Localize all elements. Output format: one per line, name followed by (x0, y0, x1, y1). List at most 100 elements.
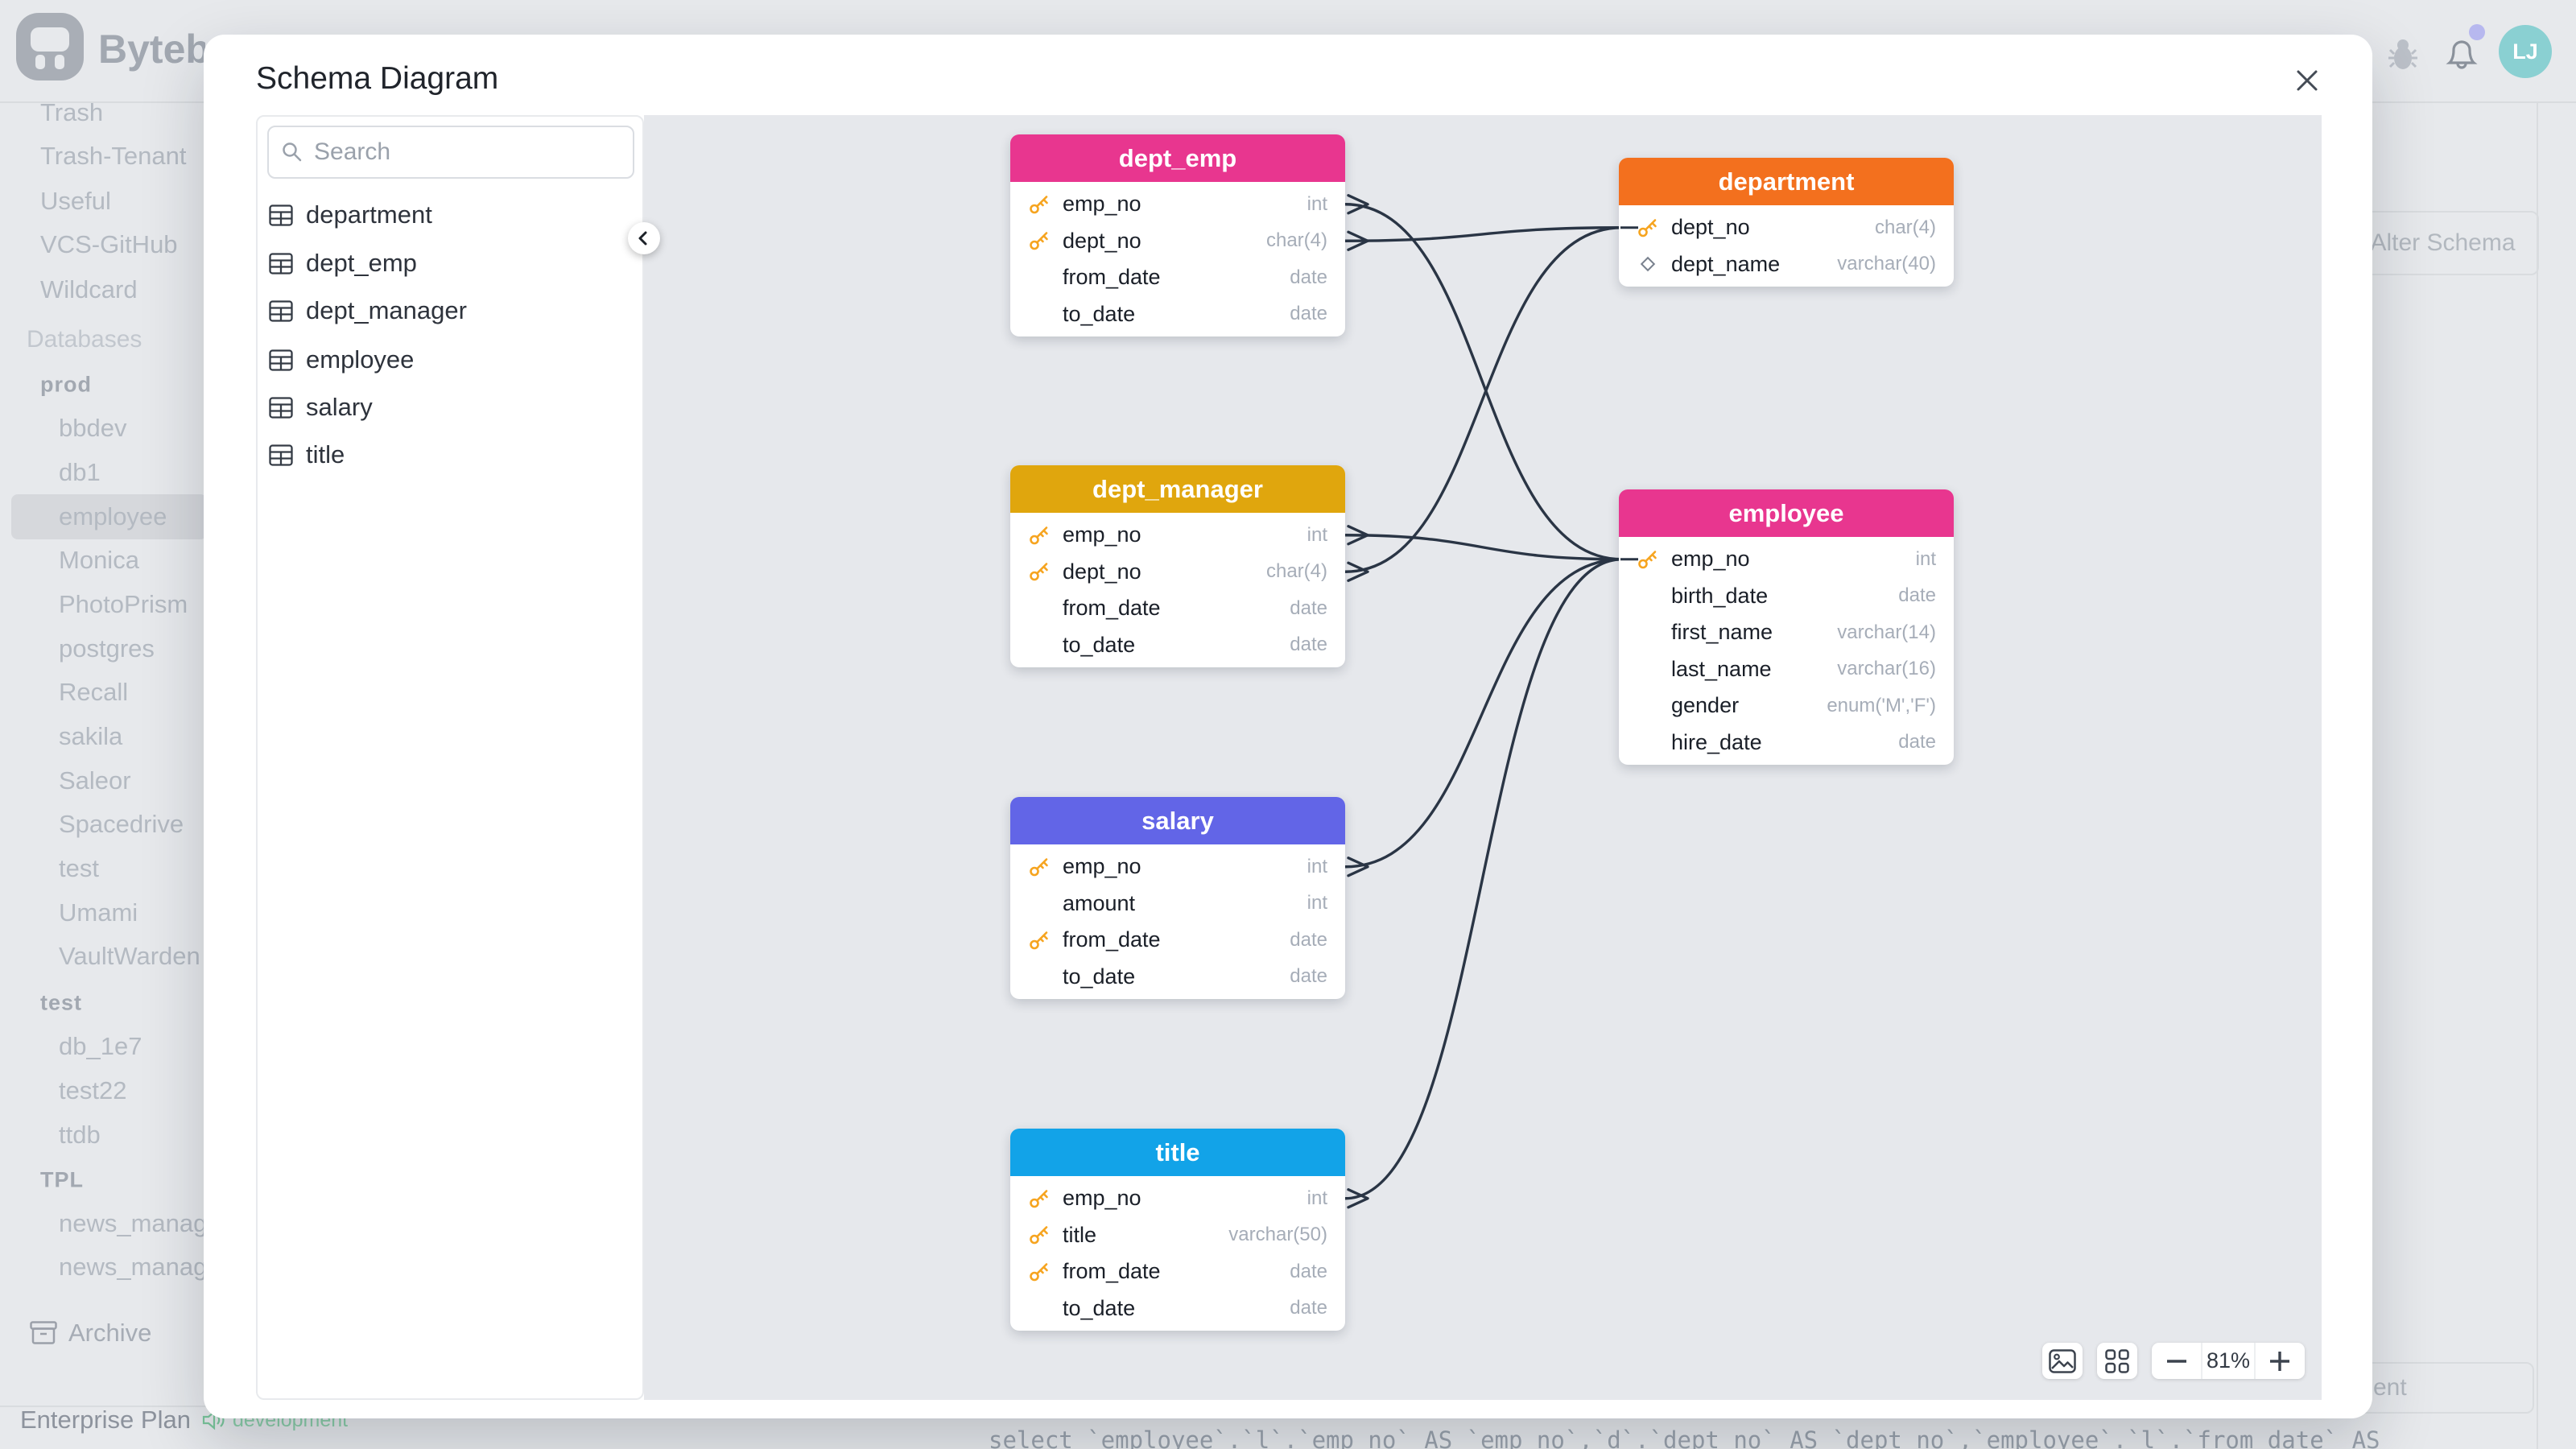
sidebar-item-sakila[interactable]: sakila (59, 722, 123, 750)
key-icon (1030, 1189, 1048, 1208)
bell-icon[interactable] (2444, 32, 2479, 71)
notification-dot (2469, 24, 2485, 40)
zoom-in-icon (2270, 1351, 2290, 1371)
table-header-department: department (1619, 158, 1954, 205)
sidebar-item-employee[interactable]: employee (59, 502, 167, 530)
grid-layout-icon (2105, 1348, 2129, 1373)
table-header-title: title (1010, 1129, 1345, 1176)
auto-layout-button[interactable] (2097, 1343, 2137, 1379)
sidebar-selected-highlight (11, 494, 207, 539)
table-list-item-dept-manager[interactable]: dept_manager (269, 296, 467, 325)
sidebar-item-photoprism[interactable]: PhotoPrism (59, 590, 188, 618)
sidebar-item-recall[interactable]: Recall (59, 678, 129, 706)
bytebase-logo-icon[interactable] (16, 13, 84, 80)
sidebar-item-db-1e7[interactable]: db_1e7 (59, 1032, 142, 1060)
diagram-canvas[interactable] (644, 115, 2322, 1400)
zoom-in-button[interactable] (2253, 1343, 2305, 1379)
sidebar-item-useful[interactable]: Useful (40, 187, 111, 215)
fit-image-icon (2049, 1348, 2076, 1373)
modal-title: Schema Diagram (256, 61, 499, 96)
sidebar-item-spacedrive[interactable]: Spacedrive (59, 810, 184, 838)
key-icon (1030, 232, 1048, 250)
sidebar-item-archive[interactable]: Archive (30, 1319, 151, 1348)
zoom-level-label: 81% (2201, 1343, 2253, 1379)
zoom-out-icon (2166, 1359, 2186, 1363)
sidebar-item-saleor[interactable]: Saleor (59, 766, 131, 795)
sidebar-item-trash-tenant[interactable]: Trash-Tenant (40, 142, 187, 170)
collapse-panel-button[interactable] (628, 222, 660, 254)
table-list-item-department[interactable]: department (269, 200, 432, 229)
key-icon (1030, 526, 1048, 545)
sidebar-item-ttdb[interactable]: ttdb (59, 1121, 101, 1149)
sidebar-item-news-manage[interactable]: news_manage (59, 1253, 221, 1281)
diamond-icon (1640, 257, 1656, 272)
bug-icon[interactable] (2388, 37, 2418, 71)
sidebar-item-test[interactable]: test (59, 854, 99, 882)
sidebar-item-db1[interactable]: db1 (59, 458, 101, 486)
table-list-item-title[interactable]: title (269, 440, 345, 469)
chevron-left-icon (638, 231, 647, 246)
brand-name[interactable]: Bytebase (98, 27, 205, 72)
sidebar-item-wildcard[interactable]: Wildcard (40, 275, 138, 303)
plan-label: Enterprise Plan (20, 1406, 191, 1434)
zoom-out-button[interactable] (2152, 1343, 2201, 1379)
sidebar-item-postgres[interactable]: postgres (59, 634, 155, 663)
key-icon (1638, 218, 1657, 237)
sidebar-item-news-manage[interactable]: news_manage (59, 1209, 221, 1237)
sidebar-item-monica[interactable]: Monica (59, 546, 139, 574)
sidebar-group-prod: prod (40, 372, 92, 397)
table-list-item-employee[interactable]: employee (269, 345, 414, 374)
sidebar-item-trash[interactable]: Trash (40, 98, 104, 126)
sidebar-item-vcs-github[interactable]: VCS-GitHub (40, 230, 178, 258)
close-icon[interactable] (2291, 64, 2323, 97)
avatar[interactable]: LJ (2499, 25, 2552, 78)
alter-schema-button[interactable]: Alter Schema (2347, 211, 2539, 275)
key-icon (1030, 195, 1048, 214)
table-grid-icon (269, 349, 293, 371)
search-input[interactable] (312, 138, 597, 167)
sidebar-group-test: test (40, 990, 83, 1015)
archive-icon (30, 1321, 57, 1344)
sidebar-item-vaultwarden[interactable]: VaultWarden (59, 942, 200, 970)
sidebar-item-test22[interactable]: test22 (59, 1076, 127, 1104)
right-divider (2537, 103, 2538, 1449)
sidebar-item-umami[interactable]: Umami (59, 898, 138, 927)
table-grid-icon (269, 299, 293, 322)
table-list-item-salary[interactable]: salary (269, 393, 373, 422)
search-box (267, 126, 634, 179)
export-image-button[interactable] (2042, 1343, 2083, 1379)
key-icon (1030, 563, 1048, 581)
table-list-panel (256, 115, 644, 1400)
key-icon (1030, 931, 1048, 950)
sidebar-item-bbdev[interactable]: bbdev (59, 414, 127, 442)
table-grid-icon (269, 204, 293, 226)
sidebar-group-tpl: TPL (40, 1167, 84, 1192)
table-list-item-dept-emp[interactable]: dept_emp (269, 249, 417, 278)
key-icon (1030, 1262, 1048, 1282)
sidebar-section-databases: Databases (27, 326, 142, 353)
table-grid-icon (269, 444, 293, 466)
